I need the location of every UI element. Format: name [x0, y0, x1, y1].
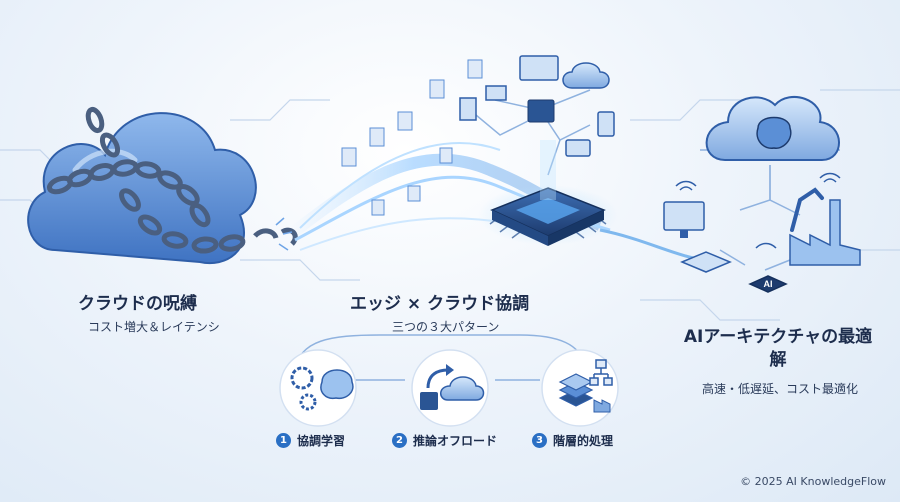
chain-icon [46, 106, 298, 254]
server-icon [459, 97, 477, 121]
factory-icon [593, 399, 611, 413]
step-3-icon [541, 349, 619, 427]
edge-chip-icon [478, 140, 618, 246]
monitor-icon [519, 55, 559, 81]
gear-icon [299, 393, 317, 411]
left-title: クラウドの呪縛 [78, 294, 197, 314]
ai-architecture: AI [663, 96, 861, 293]
step-label: 協調学習 [297, 434, 346, 448]
brain-icon [320, 369, 354, 400]
document-icon [341, 59, 483, 216]
center-subtitle: 三つの３大パターン [392, 320, 500, 334]
chained-cloud-icon [27, 106, 298, 265]
step-1: 1 協調学習 [276, 432, 345, 449]
right-subtitle: 高速・低遅延、コスト最適化 [701, 382, 858, 396]
left-subtitle: コスト増大＆レイテンシ [88, 320, 220, 334]
center-title: エッジ × クラウド協調 [350, 294, 530, 314]
cloud-icon [440, 376, 485, 401]
robot-arm-icon [790, 187, 824, 232]
step-connectors [294, 334, 586, 381]
small-cloud-icon [562, 62, 610, 89]
circuit-traces [0, 89, 900, 321]
step-3: 3 階層的処理 [532, 432, 613, 449]
chip-icon [527, 99, 555, 123]
device-network [459, 55, 615, 176]
laptop-icon [565, 139, 591, 157]
router-icon [680, 251, 732, 273]
copyright: © 2025 AI KnowledgeFlow [740, 475, 886, 488]
step-label: 推論オフロード [413, 434, 498, 448]
wifi-icon [675, 172, 841, 249]
step-2-icon [411, 349, 489, 427]
chip-icon [420, 392, 438, 410]
brain-icon [756, 116, 792, 149]
step-1-icon [279, 349, 357, 427]
step-number-badge: 2 [392, 433, 407, 448]
tablet-icon [597, 111, 615, 137]
factory-icon [789, 199, 861, 266]
layers-icon [558, 373, 594, 407]
ai-chip-label: AI [764, 279, 773, 289]
step-number-badge: 1 [276, 433, 291, 448]
arrow-icon [426, 368, 449, 389]
monitor-icon [663, 201, 705, 231]
hierarchy-icon [589, 359, 613, 386]
gear-icon [290, 366, 314, 390]
step-label: 階層的処理 [553, 434, 614, 448]
right-title: AIアーキテクチャの最適解 [683, 327, 873, 370]
step-2: 2 推論オフロード [392, 432, 497, 449]
step-number-badge: 3 [532, 433, 547, 448]
